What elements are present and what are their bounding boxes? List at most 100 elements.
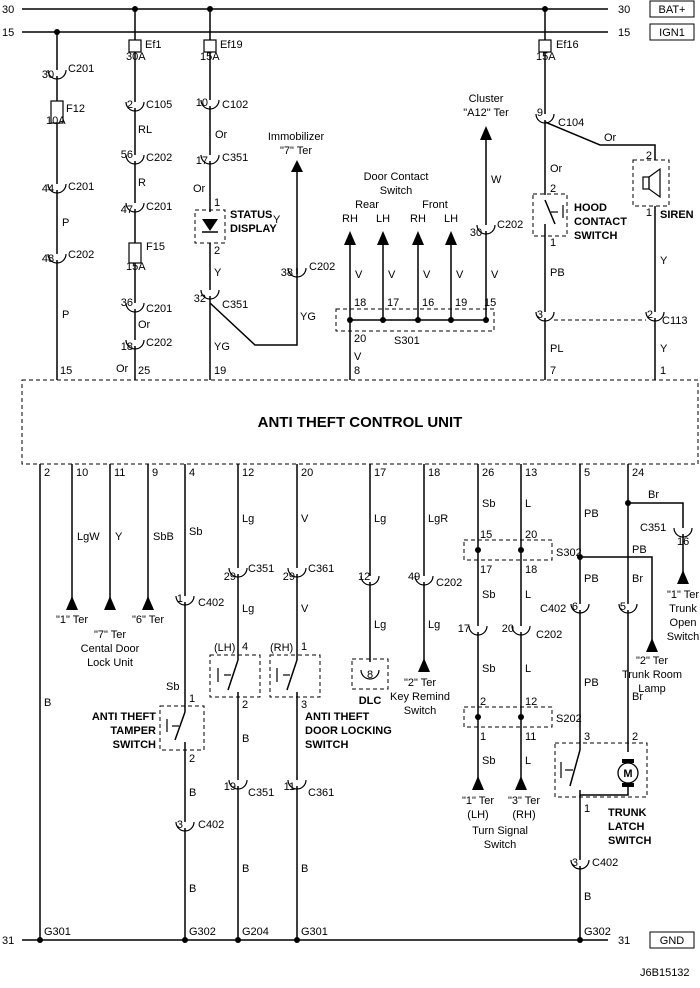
svg-text:"1" Ter: "1" Ter [462, 795, 494, 807]
svg-text:Lg: Lg [242, 603, 254, 615]
svg-text:Br: Br [632, 691, 643, 703]
svg-text:5: 5 [584, 467, 590, 479]
svg-text:Or: Or [193, 183, 206, 195]
svg-text:Y: Y [660, 343, 668, 355]
trunk-latch-label-2: LATCH [608, 821, 645, 833]
svg-text:29: 29 [283, 571, 295, 583]
svg-text:PB: PB [550, 267, 565, 279]
svg-text:Lg: Lg [374, 513, 386, 525]
hood-switch-label-2: CONTACT [574, 216, 627, 228]
cluster-label-1: Cluster [469, 93, 504, 105]
turn-signal-label-2: Switch [484, 839, 516, 851]
svg-text:9: 9 [152, 467, 158, 479]
svg-text:11: 11 [525, 731, 536, 743]
svg-text:C351: C351 [248, 787, 274, 799]
svg-text:48: 48 [42, 253, 54, 265]
svg-text:"1" Ter: "1" Ter [56, 614, 88, 626]
svg-text:26: 26 [482, 467, 494, 479]
svg-text:C201: C201 [68, 181, 94, 193]
svg-text:L: L [525, 755, 531, 767]
ef19-amp: 15A [200, 51, 220, 63]
svg-text:V: V [388, 269, 396, 281]
svg-text:18: 18 [525, 564, 537, 576]
svg-text:Switch: Switch [667, 631, 699, 643]
svg-text:24: 24 [632, 467, 644, 479]
svg-text:C202: C202 [497, 219, 523, 231]
svg-text:(LH): (LH) [467, 809, 488, 821]
svg-text:B: B [44, 697, 51, 709]
svg-text:Lg: Lg [428, 619, 440, 631]
svg-text:30: 30 [42, 69, 54, 81]
svg-text:P: P [62, 309, 69, 321]
svg-text:Lamp: Lamp [638, 683, 666, 695]
svg-text:8: 8 [367, 669, 373, 681]
trunk-latch-label-3: SWITCH [608, 835, 651, 847]
svg-text:10: 10 [76, 467, 88, 479]
svg-text:(RH): (RH) [512, 809, 535, 821]
svg-text:C402: C402 [540, 603, 566, 615]
svg-text:1: 1 [214, 197, 220, 209]
svg-text:49: 49 [408, 571, 420, 583]
ef16-amp: 15A [536, 51, 556, 63]
svg-text:"3" Ter: "3" Ter [508, 795, 540, 807]
ign-rail-right: 15 [618, 27, 630, 39]
siren-label: SIREN [660, 209, 694, 221]
svg-text:LgR: LgR [428, 513, 448, 525]
svg-text:15: 15 [484, 297, 496, 309]
door-locking-switch-label-2: DOOR LOCKING [305, 725, 392, 737]
svg-text:PB: PB [584, 677, 599, 689]
svg-text:"1" Ter: "1" Ter [667, 589, 699, 601]
immobilizer-label-2: "7" Ter [280, 145, 312, 157]
status-display-label-1: STATUS [230, 209, 272, 221]
control-unit-title: ANTI THEFT CONTROL UNIT [258, 414, 463, 431]
svg-text:3: 3 [177, 819, 183, 831]
svg-text:(LH): (LH) [214, 642, 235, 654]
svg-text:19: 19 [214, 365, 226, 377]
circuit-col-3: Ef19 15A 10 C102 Or 17 C351 Or 1 STATUS … [193, 6, 335, 380]
svg-text:1: 1 [646, 207, 652, 219]
svg-text:L: L [525, 663, 531, 675]
svg-text:L: L [525, 498, 531, 510]
svg-text:LH: LH [444, 213, 458, 225]
svg-text:C361: C361 [308, 787, 334, 799]
diagram-id: J6B15132 [640, 967, 690, 979]
g302-label: G302 [189, 926, 216, 938]
svg-text:B: B [242, 733, 249, 745]
g204-label: G204 [242, 926, 269, 938]
svg-text:V: V [301, 513, 309, 525]
svg-text:2: 2 [242, 699, 248, 711]
key-remind-label-3: Switch [404, 705, 436, 717]
svg-text:PB: PB [584, 573, 599, 585]
svg-text:2: 2 [127, 99, 133, 111]
svg-text:19: 19 [455, 297, 467, 309]
svg-text:G301: G301 [301, 926, 328, 938]
gnd-rail-right: 31 [618, 935, 630, 947]
door-locking-switch-label-3: SWITCH [305, 739, 348, 751]
svg-text:C105: C105 [146, 99, 172, 111]
svg-text:V: V [355, 269, 363, 281]
svg-text:"2" Ter: "2" Ter [636, 655, 668, 667]
gnd-rail-left: 31 [2, 935, 14, 947]
svg-text:30: 30 [470, 227, 482, 239]
svg-text:11: 11 [284, 781, 295, 793]
svg-text:SbB: SbB [153, 531, 174, 543]
svg-text:"6" Ter: "6" Ter [132, 614, 164, 626]
svg-text:2: 2 [632, 731, 638, 743]
svg-text:1: 1 [177, 593, 183, 605]
svg-text:2: 2 [646, 150, 652, 162]
turn-signal-circuit: 26 13 Sb L 15 20 S302 17 18 Sb L 17 20 C… [458, 464, 582, 851]
svg-text:LH: LH [376, 213, 390, 225]
svg-text:R: R [138, 177, 146, 189]
svg-text:Sb: Sb [482, 498, 495, 510]
svg-text:3: 3 [572, 857, 578, 869]
svg-text:Or: Or [138, 319, 151, 331]
g301-label: G301 [44, 926, 71, 938]
bat-rail-right: 30 [618, 4, 630, 16]
door-contact-label-2: Switch [380, 185, 412, 197]
svg-text:Y: Y [273, 214, 281, 226]
svg-text:1: 1 [584, 803, 590, 815]
svg-text:8: 8 [354, 365, 360, 377]
gnd-rail-label: GND [660, 935, 685, 947]
svg-text:17: 17 [374, 467, 386, 479]
